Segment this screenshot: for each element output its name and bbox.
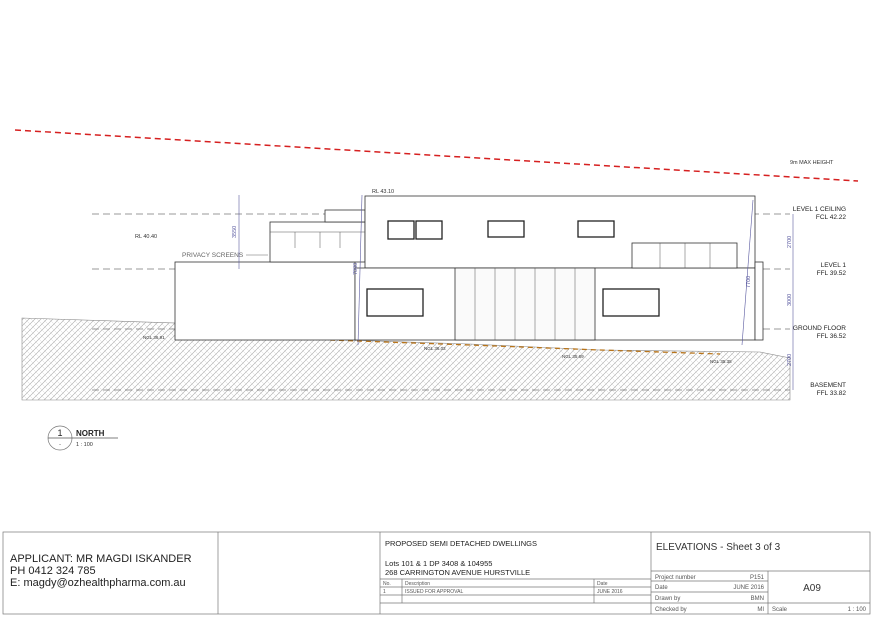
- sheet-title: ELEVATIONS - Sheet 3 of 3: [656, 542, 781, 553]
- lots: Lots 101 & 1 DP 3408 & 104955: [385, 559, 492, 568]
- drawing-text: FFL 36.52: [817, 333, 847, 340]
- ngl-label: NGL 35.35: [710, 359, 732, 364]
- drawing-text: Scale: [772, 607, 788, 613]
- revision-row: 1: [383, 589, 386, 595]
- privacy-screens-label: PRIVACY SCREENS: [182, 252, 244, 259]
- rl-top-label: RL 43.10: [372, 189, 394, 195]
- max-height-line: [14, 129, 859, 182]
- drawing-text: NORTH: [76, 429, 105, 438]
- rl-left-label: RL 40.40: [135, 234, 157, 240]
- ngl-label: NGL 36.02: [424, 346, 446, 351]
- max-height-label: 9m MAX HEIGHT: [790, 160, 834, 166]
- drawing-text: 1 : 100: [76, 442, 93, 448]
- phone: PH 0412 324 785: [10, 565, 96, 577]
- view-tag: 1 - NORTH 1 : 100: [47, 425, 118, 451]
- sheet-number: A09: [803, 583, 821, 594]
- dim-7080: 7080: [353, 263, 359, 275]
- drawing-text: BASEMENT: [810, 382, 846, 389]
- applicant: APPLICANT: MR MAGDI ISKANDER: [10, 553, 192, 565]
- drawing-text: MI: [757, 607, 764, 613]
- drawing-text: P151: [750, 575, 765, 581]
- drawing-text: Drawn by: [655, 596, 680, 602]
- glazing-lines: [270, 231, 711, 340]
- drawing-text: -: [59, 442, 61, 448]
- title-block: [2, 531, 871, 615]
- level-markers: LEVEL 1 CEILING FCL 42.22 LEVEL 1 FFL 39…: [793, 206, 847, 397]
- drawing-text: Date: [655, 585, 668, 591]
- project-name: PROPOSED SEMI DETACHED DWELLINGS: [385, 539, 537, 548]
- drawing-text: Date: [597, 581, 608, 587]
- address: 268 CARRINGTON AVENUE HURSTVILLE: [385, 568, 530, 577]
- drawing-text: JUNE 2016: [733, 585, 764, 591]
- drawing-text: 1 : 100: [848, 607, 867, 613]
- drawing-text: Checked by: [655, 607, 687, 613]
- dim-7700: 7700: [746, 276, 752, 288]
- drawing-text: Project number: [655, 575, 696, 581]
- email: E: magdy@ozhealthpharma.com.au: [10, 577, 186, 589]
- dim-3550: 3550: [232, 226, 238, 238]
- drawing-text: No.: [383, 581, 391, 587]
- dim-2700-upper: 2700: [787, 236, 793, 248]
- ngl-label: NGL 36.91: [143, 335, 165, 340]
- drawing-text: JUNE 2016: [597, 589, 623, 595]
- building: [174, 195, 764, 341]
- dimension-lines: [238, 194, 794, 390]
- drawing-text: ISSUED FOR APPROVAL: [405, 589, 463, 595]
- drawing-text: 1: [57, 428, 62, 438]
- drawing-text: GROUND FLOOR: [793, 325, 846, 332]
- dim-2700-lower: 2700: [787, 354, 793, 366]
- drawing-text: FCL 42.22: [816, 214, 846, 221]
- drawing-text: FFL 33.82: [817, 390, 847, 397]
- drawing-text: LEVEL 1: [821, 262, 847, 269]
- drawing-text: Description: [405, 581, 430, 587]
- dim-3000: 3000: [787, 294, 793, 306]
- drawing-text: BMN: [751, 596, 764, 602]
- ngl-label: NGL 35.69: [562, 354, 584, 359]
- drawing-text: FFL 39.52: [817, 270, 847, 277]
- drawing-text: LEVEL 1 CEILING: [793, 206, 846, 213]
- windows: [366, 220, 660, 317]
